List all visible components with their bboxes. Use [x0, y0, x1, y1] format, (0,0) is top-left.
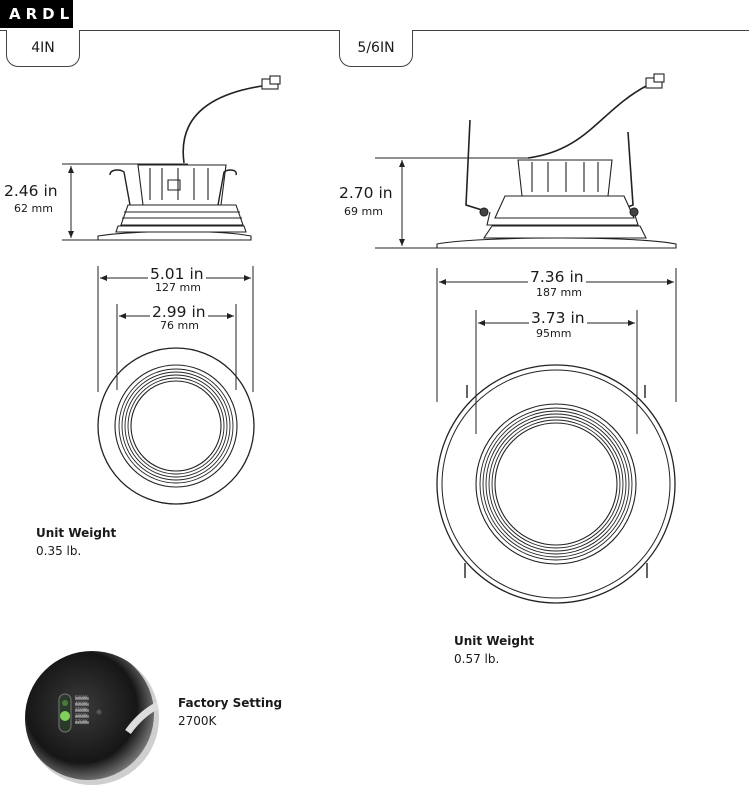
- fixture-top-view-5-6in: [436, 364, 676, 604]
- height-dimension-5-6in: [375, 157, 530, 249]
- unit-weight-value-4in: 0.35 lb.: [36, 544, 82, 558]
- outer-diameter-inches-4in: 5.01 in: [148, 265, 206, 283]
- inner-diameter-mm-4in: 76 mm: [160, 319, 199, 332]
- height-dimension-4in: [62, 163, 188, 241]
- height-mm-5-6in: 69 mm: [344, 205, 383, 218]
- unit-weight-title-5-6in: Unit Weight: [454, 634, 535, 648]
- unit-weight-title-4in: Unit Weight: [36, 526, 117, 540]
- height-mm-4in: 62 mm: [14, 202, 53, 215]
- factory-setting-title: Factory Setting: [178, 696, 283, 710]
- outer-diameter-mm-5-6in: 187 mm: [536, 286, 582, 299]
- tab-4in[interactable]: 4IN: [6, 30, 80, 67]
- height-inches-5-6in: 2.70 in: [339, 184, 393, 202]
- cct-label-5000k: 5000K: [75, 695, 88, 700]
- tab-5-6in[interactable]: 5/6IN: [339, 30, 413, 67]
- inner-diameter-mm-5-6in: 95mm: [536, 327, 572, 340]
- cct-label-4000k: 4000K: [75, 701, 88, 706]
- inner-diameter-inches-4in: 2.99 in: [150, 303, 208, 321]
- inner-diameter-inches-5-6in: 3.73 in: [529, 309, 587, 327]
- height-inches-4in: 2.46 in: [4, 182, 58, 200]
- cct-label-3000k: 3000K: [75, 713, 88, 718]
- fixture-side-view-4in: [97, 75, 281, 241]
- outer-diameter-mm-4in: 127 mm: [155, 281, 201, 294]
- cct-switch-labels: 5000K 4000K 3500K 3000K 2700K: [75, 695, 88, 725]
- fixture-side-view-5-6in: [436, 73, 677, 249]
- outer-diameter-inches-5-6in: 7.36 in: [528, 268, 586, 286]
- unit-weight-value-5-6in: 0.57 lb.: [454, 652, 500, 666]
- factory-setting-photo: [25, 651, 159, 785]
- factory-setting-value: 2700K: [178, 714, 217, 728]
- brand-logo: ARDL: [0, 0, 73, 28]
- cct-label-2700k: 2700K: [75, 719, 88, 724]
- fixture-top-view-4in: [97, 347, 255, 505]
- cct-label-3500k: 3500K: [75, 707, 88, 712]
